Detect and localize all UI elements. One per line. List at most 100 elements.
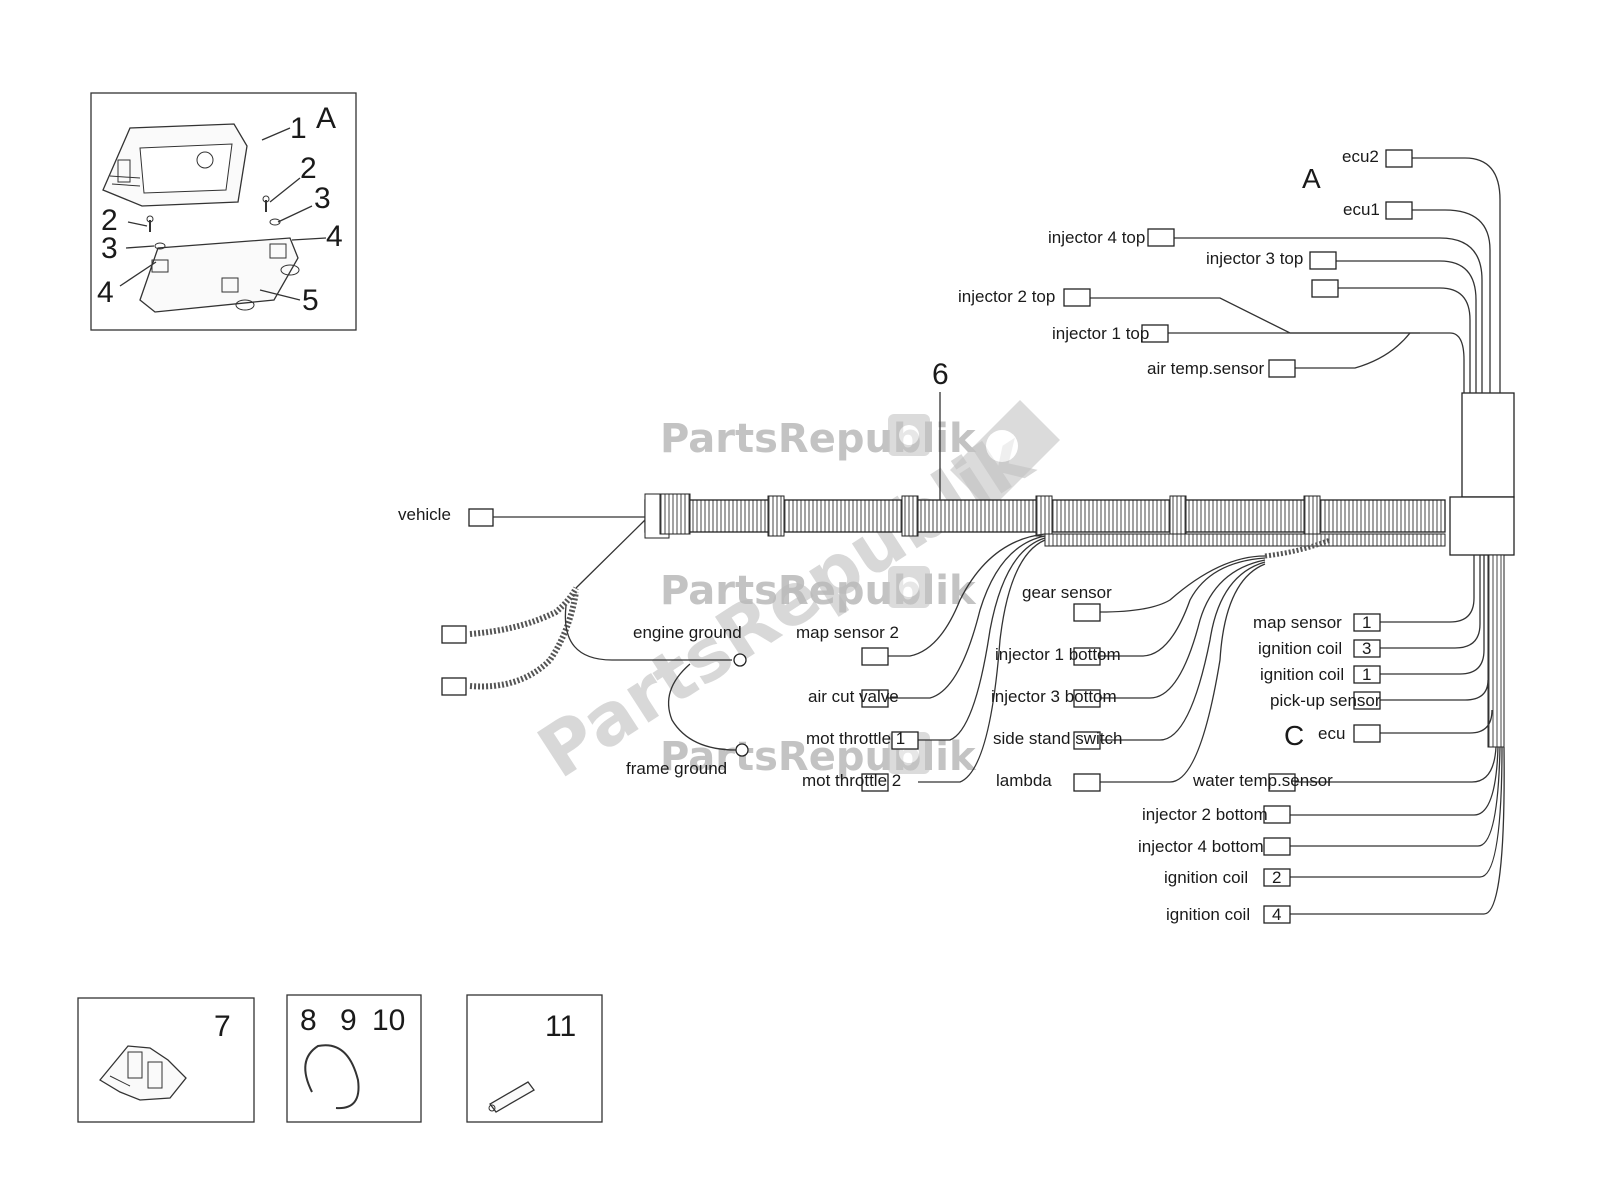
part-8-9-10-panel: 8 9 10 — [286, 994, 422, 1123]
part-11-number: 11 — [545, 1010, 576, 1043]
part-8-9-10-frame — [286, 994, 422, 1123]
label-injector-1-bottom: injector 1 bottom — [995, 645, 1121, 664]
inset-a-letter: A — [316, 102, 336, 135]
cable-tie-icon — [304, 1044, 360, 1110]
connector-ignition-coil-2 — [1263, 868, 1291, 887]
connector-pick-up-sensor — [1353, 691, 1381, 710]
connector-ecu1 — [1385, 201, 1413, 220]
connector-injector-3-top — [1309, 251, 1337, 270]
connector-injector-2-top — [1063, 288, 1091, 307]
connector-side-stand-switch — [1073, 731, 1101, 750]
ecu-unit-icon — [102, 123, 248, 207]
gear-logo-icon — [888, 400, 1060, 774]
engine-ground-terminal-icon — [733, 653, 747, 667]
connector-ignition-coil-1 — [1353, 665, 1381, 684]
ref-c: C — [1284, 720, 1304, 751]
label-engine-ground: engine ground — [633, 623, 742, 642]
label-map-sensor-num: 1 — [1362, 613, 1371, 632]
connector-mot-throttle-1 — [891, 731, 919, 750]
label-ignition-coil-3-num: 3 — [1362, 639, 1371, 658]
connector-injector-2-bottom — [1263, 805, 1291, 824]
connector-lambda — [1073, 773, 1101, 792]
label-gear-sensor: gear sensor — [1022, 583, 1112, 602]
label-mot-throttle-2: mot throttle 2 — [802, 771, 901, 790]
cable-clip-icon — [99, 1045, 187, 1101]
main-harness — [644, 392, 1515, 748]
label-injector-2-bottom: injector 2 bottom — [1142, 805, 1268, 824]
ref-a-top: A — [1302, 163, 1321, 194]
label-injector-3-top: injector 3 top — [1206, 249, 1303, 268]
label-vehicle: vehicle — [398, 505, 451, 524]
top-branches — [1090, 157, 1501, 393]
connector-ignition-coil-4 — [1263, 905, 1291, 924]
callout-2: 2 — [300, 152, 317, 185]
connector-lead-lower — [441, 677, 467, 696]
label-ignition-coil-4: ignition coil — [1166, 905, 1250, 924]
part-11-frame — [466, 994, 603, 1123]
connector-mot-throttle-2 — [861, 773, 889, 792]
label-side-stand-switch: side stand switch — [993, 729, 1122, 748]
left-branches: vehicle engine ground frame ground — [398, 505, 749, 778]
label-air-cut-valve: air cut valve — [808, 687, 899, 706]
callout-2b: 2 — [101, 204, 118, 237]
label-water-temp-sensor: water temp.sensor — [1192, 771, 1333, 790]
callout-3: 3 — [314, 182, 331, 215]
label-ignition-coil-4-num: 4 — [1272, 905, 1281, 924]
connector-map-sensor-2 — [861, 647, 889, 666]
label-injector-2-top: injector 2 top — [958, 287, 1055, 306]
lower-middle-branches: gear sensor injector 1 bottom injector 3… — [991, 537, 1331, 792]
callout-5: 5 — [302, 284, 319, 317]
connector-ignition-coil-3 — [1353, 639, 1381, 658]
part-7-number: 7 — [214, 1010, 231, 1043]
mounting-tray-icon — [139, 237, 300, 313]
part-8-number: 8 — [300, 1004, 317, 1037]
connector-injector-1-bottom — [1073, 647, 1101, 666]
part-7-frame — [77, 997, 255, 1123]
frame-ground-terminal-icon — [735, 743, 749, 757]
connector-vehicle — [468, 508, 494, 527]
connector-gear-sensor — [1073, 603, 1101, 622]
connector-unlabeled — [1311, 279, 1339, 298]
callout-4b: 4 — [97, 276, 114, 309]
connector-ecu — [1353, 724, 1381, 743]
connector-injector-3-bottom — [1073, 689, 1101, 708]
callout-1: 1 — [290, 112, 307, 145]
label-ignition-coil-1-num: 1 — [1362, 665, 1371, 684]
label-injector-4-top: injector 4 top — [1048, 228, 1145, 247]
label-pick-up-sensor: pick-up sensor — [1270, 691, 1381, 710]
label-ignition-coil-3: ignition coil — [1258, 639, 1342, 658]
label-injector-1-top: injector 1 top — [1052, 324, 1149, 343]
label-map-sensor: map sensor — [1253, 613, 1342, 632]
label-ignition-coil-1: ignition coil — [1260, 665, 1344, 684]
connector-injector-4-top — [1147, 228, 1175, 247]
label-ignition-coil-2: ignition coil — [1164, 868, 1248, 887]
connector-air-cut-valve — [861, 689, 889, 708]
callout-3b: 3 — [101, 232, 118, 265]
right-branches: 1 map sensor 3 ignition coil 1 ignition … — [1138, 555, 1505, 924]
callout-4: 4 — [326, 220, 343, 253]
part-6-number: 6 — [932, 358, 949, 391]
label-ecu1: ecu1 — [1343, 200, 1380, 219]
label-air-temp-sensor: air temp.sensor — [1147, 359, 1264, 378]
top-connectors: ecu2 A ecu1 injector 4 top injector 3 to… — [958, 147, 1413, 378]
inset-a-ecu-assembly: A — [90, 92, 357, 331]
label-ecu2: ecu2 — [1342, 147, 1379, 166]
label-injector-3-bottom: injector 3 bottom — [991, 687, 1117, 706]
connector-ecu2 — [1385, 149, 1413, 168]
connector-injector-1-top — [1141, 324, 1169, 343]
part-11-panel: 11 — [466, 994, 603, 1123]
part-10-number: 10 — [372, 1004, 405, 1037]
connector-map-sensor — [1353, 613, 1381, 632]
middle-branches: map sensor 2 air cut valve mot throttle … — [796, 533, 1046, 792]
connector-lead-upper — [441, 625, 467, 644]
label-injector-4-bottom: injector 4 bottom — [1138, 837, 1264, 856]
label-ecu: ecu — [1318, 724, 1345, 743]
connector-injector-4-bottom — [1263, 837, 1291, 856]
connector-water-temp-sensor — [1268, 773, 1296, 792]
label-frame-ground: frame ground — [626, 759, 727, 778]
connector-air-temp-sensor — [1268, 359, 1296, 378]
part-9-number: 9 — [340, 1004, 357, 1037]
label-ignition-coil-2-num: 2 — [1272, 868, 1281, 887]
label-mot-throttle-1: mot throttle 1 — [806, 729, 905, 748]
